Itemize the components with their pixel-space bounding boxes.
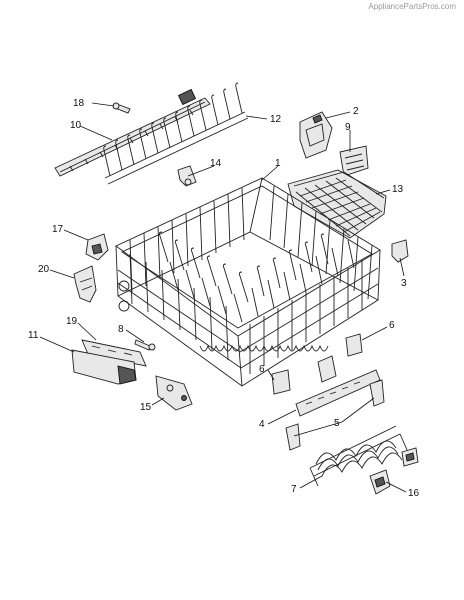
part-19-handle-frame xyxy=(81,339,147,367)
callout-3: 3 xyxy=(401,278,407,289)
callout-2: 2 xyxy=(353,106,359,117)
part-7-tine-rack xyxy=(309,425,409,487)
part-12-tine-row xyxy=(103,82,249,185)
part-14-bracket xyxy=(177,165,197,187)
callout-14: 14 xyxy=(210,158,222,169)
callout-13: 13 xyxy=(392,184,404,195)
callout-7: 7 xyxy=(291,484,297,495)
part-13-utensil-basket xyxy=(287,169,387,239)
part-3-clip xyxy=(391,239,409,263)
callout-18: 18 xyxy=(73,98,85,109)
callout-17: 17 xyxy=(52,224,64,235)
part-16-clips xyxy=(369,447,419,495)
part-1-upper-rack xyxy=(115,177,381,387)
part-17-clip xyxy=(85,233,109,261)
callout-1: 1 xyxy=(275,158,281,169)
part-11-handle-cover xyxy=(71,349,137,385)
callout-11: 11 xyxy=(28,330,39,341)
watermark-text: AppliancePartsPros.com xyxy=(368,2,456,11)
callout-5: 5 xyxy=(334,418,340,429)
callout-6-upper: 6 xyxy=(389,320,395,331)
callout-20: 20 xyxy=(38,264,50,275)
callout-8: 8 xyxy=(118,324,124,335)
part-6-clip-lower xyxy=(271,369,291,395)
part-6-clip-upper xyxy=(345,333,363,357)
callout-10: 10 xyxy=(70,120,82,131)
part-8-screw xyxy=(134,339,156,351)
callout-12: 12 xyxy=(270,114,282,125)
callout-16: 16 xyxy=(408,488,420,499)
callout-15: 15 xyxy=(140,402,152,413)
part-18-screw xyxy=(112,102,131,114)
callout-6-lower: 6 xyxy=(259,364,265,375)
part-4-rail xyxy=(295,355,381,417)
callout-labels: 18 10 12 2 9 14 1 13 17 20 3 19 8 11 6 6… xyxy=(28,98,420,499)
part-9-clip xyxy=(339,145,369,177)
part-20-bracket xyxy=(73,265,97,303)
leader-lines xyxy=(39,102,407,493)
part-2-adjuster xyxy=(299,111,333,159)
callout-19: 19 xyxy=(66,316,78,327)
part-5-clips xyxy=(285,379,385,451)
callout-9: 9 xyxy=(345,122,351,133)
part-15-bracket xyxy=(155,375,193,411)
callout-4: 4 xyxy=(259,419,265,430)
